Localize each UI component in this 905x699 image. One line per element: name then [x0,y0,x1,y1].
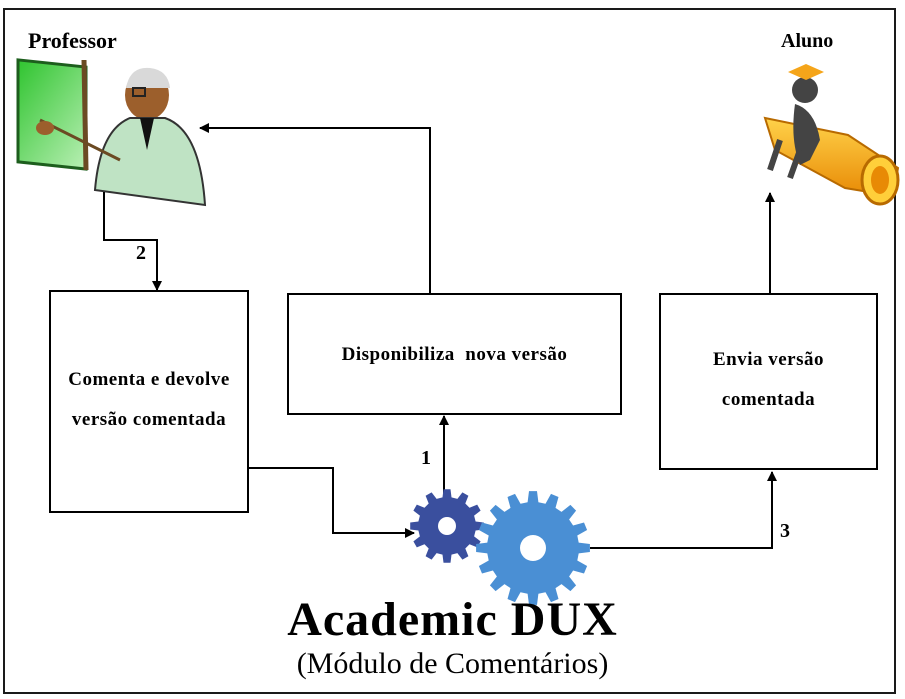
arrow-publish-to-professor [199,123,431,294]
arrow-comment-to-system [248,467,415,538]
student-icon [763,64,900,206]
step-number-2: 2 [136,242,146,264]
comment-box-label: Comenta e devolve versão comentada [68,369,230,430]
send-box-label: Envia versão comentada [712,349,825,410]
arrow-system-to-send [590,471,777,549]
professor-icon [16,58,207,207]
professor-label: Professor [28,28,117,53]
gear-large-icon [476,491,590,605]
arrow-professor-to-comment [103,192,162,291]
step-number-3: 3 [780,520,790,542]
system-subtitle: (Módulo de Comentários) [296,647,609,680]
send-box [659,293,878,470]
comment-box [49,290,249,513]
diagram-frame [3,8,896,694]
publish-box [287,293,622,415]
publish-box-label: Disponibiliza nova versão [341,344,568,365]
gear-small-icon [410,489,484,563]
student-label: Aluno [781,30,834,52]
system-title: Academic DUX [287,593,618,646]
step-number-1: 1 [421,447,431,469]
